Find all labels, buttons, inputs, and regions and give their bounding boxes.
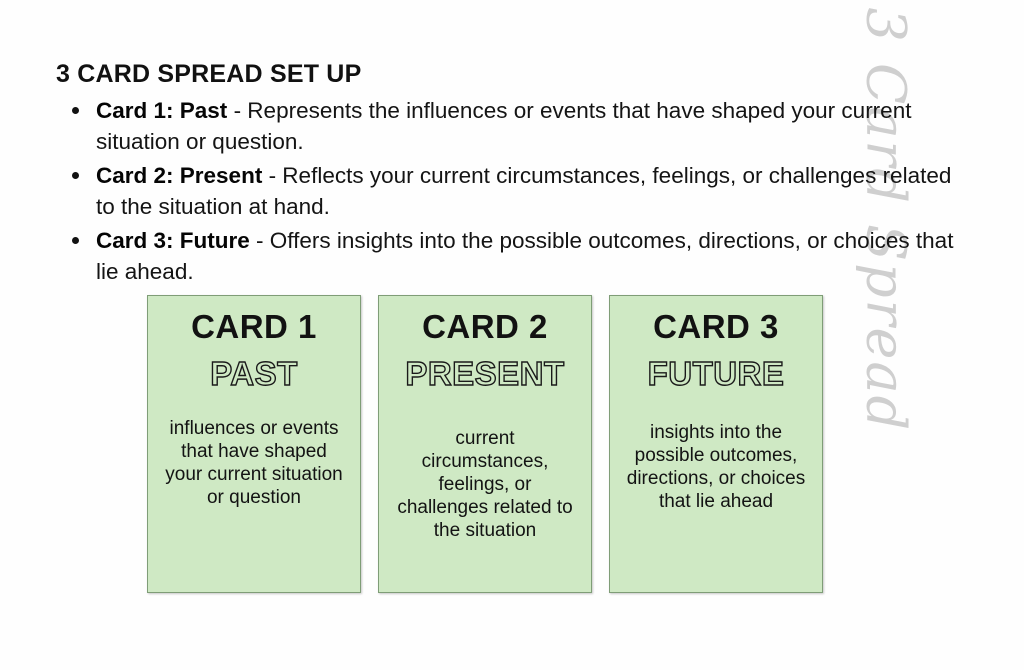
spread-card-3: CARD 3 FUTURE insights into the possible… [609, 295, 823, 593]
card-number-label: CARD 2 [422, 308, 548, 345]
spread-description-list: Card 1: Past - Represents the influences… [58, 95, 958, 290]
card-spread-row: CARD 1 PAST influences or events that ha… [147, 295, 823, 593]
card-number-label: CARD 3 [653, 308, 779, 345]
card-description: current circumstances, feelings, or chal… [397, 428, 573, 542]
card-number-label: CARD 1 [191, 308, 317, 345]
list-item-lead: Card 1: Past [96, 98, 228, 123]
list-item: Card 2: Present - Reflects your current … [58, 160, 958, 222]
card-phase-label: FUTURE [647, 354, 785, 392]
card-description: influences or events that have shaped yo… [165, 418, 343, 509]
list-item-rest: - Represents the influences or events th… [96, 98, 912, 154]
list-item: Card 3: Future - Offers insights into th… [58, 225, 958, 287]
card-phase-label: PAST [210, 354, 298, 392]
spread-card-1: CARD 1 PAST influences or events that ha… [147, 295, 361, 593]
page-title: 3 CARD SPREAD SET UP [56, 60, 362, 88]
list-item-lead: Card 2: Present [96, 163, 263, 188]
spread-card-2: CARD 2 PRESENT current circumstances, fe… [378, 295, 592, 593]
list-item-rest: - Offers insights into the possible outc… [96, 228, 954, 284]
card-phase-label: PRESENT [405, 354, 565, 392]
list-item-rest: - Reflects your current circumstances, f… [96, 163, 952, 219]
list-item: Card 1: Past - Represents the influences… [58, 95, 958, 157]
card-description: insights into the possible outcomes, dir… [626, 422, 806, 513]
list-item-lead: Card 3: Future [96, 228, 250, 253]
